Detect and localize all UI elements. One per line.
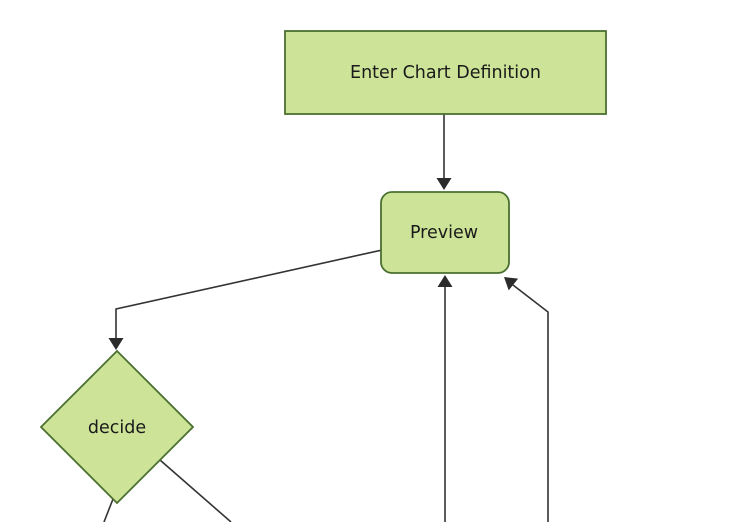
edge-line [115, 249, 383, 339]
arrowhead-icon [437, 275, 453, 287]
arrowhead-icon [436, 178, 452, 190]
arrowhead-icon [504, 277, 519, 291]
node-shape-rounded-rectangle [380, 191, 510, 274]
node-shape-rectangle [284, 30, 607, 115]
arrowhead-icon [108, 338, 124, 350]
node-label: Preview [410, 223, 478, 243]
edge-decide-offscreen-left [103, 498, 114, 522]
node-shape-diamond [39, 349, 195, 505]
node-enter-chart-definition: Enter Chart Definition [284, 30, 607, 115]
edge-line [159, 459, 232, 522]
edge-offscreen-right-to-preview [504, 277, 549, 522]
node-decide: decide [39, 349, 195, 505]
node-preview: Preview [380, 191, 510, 274]
edge-offscreen-center-to-preview [437, 275, 453, 522]
edge-preview-to-decide [108, 249, 383, 350]
edge-line [512, 284, 549, 522]
node-label: decide [88, 418, 146, 438]
edge-decide-offscreen-right [159, 459, 232, 522]
edge-line [103, 498, 114, 522]
edge-enter-to-preview [436, 114, 452, 190]
node-label: Enter Chart Definition [350, 63, 541, 83]
